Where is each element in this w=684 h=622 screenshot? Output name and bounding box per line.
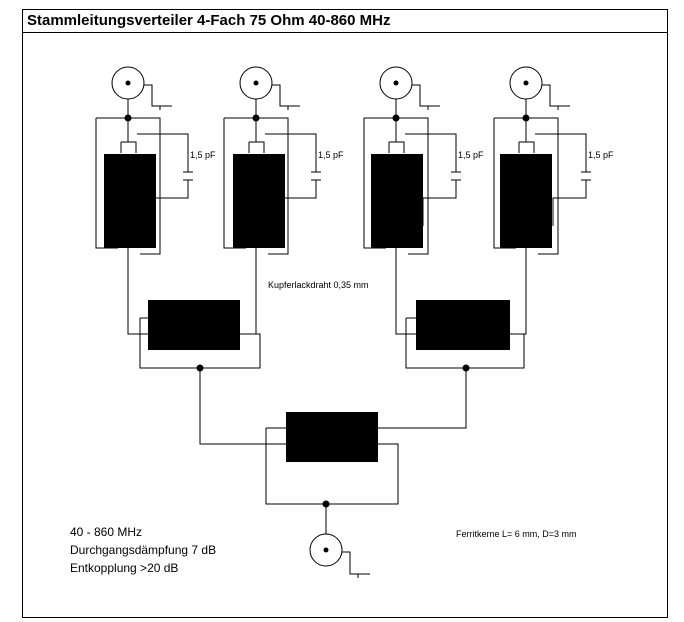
ferrite-core-2 [233,154,285,248]
coax-connector-out [309,533,343,567]
spec-attenuation: Durchgangsdämpfung 7 dB [70,543,216,557]
splitter-left [139,317,286,445]
splitter-bottom [265,427,399,578]
capacitor-label-1: 1,5 pF [190,150,216,160]
ferrite-cores [104,154,552,462]
ground-out [342,551,370,578]
ferrite-core-1 [104,154,156,248]
ground-1 [144,84,172,110]
wire-label: Kupferlackdraht 0,35 mm [268,280,369,290]
spec-frequency: 40 - 860 MHz [70,525,142,539]
capacitor-label-3: 1,5 pF [458,150,484,160]
ferrite-core-3 [371,154,423,248]
ferrite-core-mid-left [148,300,240,350]
ferrite-label: Ferritkerne L= 6 mm, D=3 mm [456,529,577,539]
capacitor-label-2: 1,5 pF [318,150,344,160]
junction-dots [124,114,530,508]
ferrite-core-bottom [286,412,378,462]
spec-isolation: Entkopplung >20 dB [70,561,178,575]
diagram-title: Stammleitungsverteiler 4-Fach 75 Ohm 40-… [22,9,668,33]
ferrite-core-mid-right [416,300,510,350]
ground-2 [272,84,300,110]
splitter-right [378,317,525,429]
ground-3 [412,84,440,110]
ground-4 [542,84,570,110]
diagram-frame [22,32,668,618]
ferrite-core-4 [500,154,552,248]
capacitor-label-4: 1,5 pF [588,150,614,160]
